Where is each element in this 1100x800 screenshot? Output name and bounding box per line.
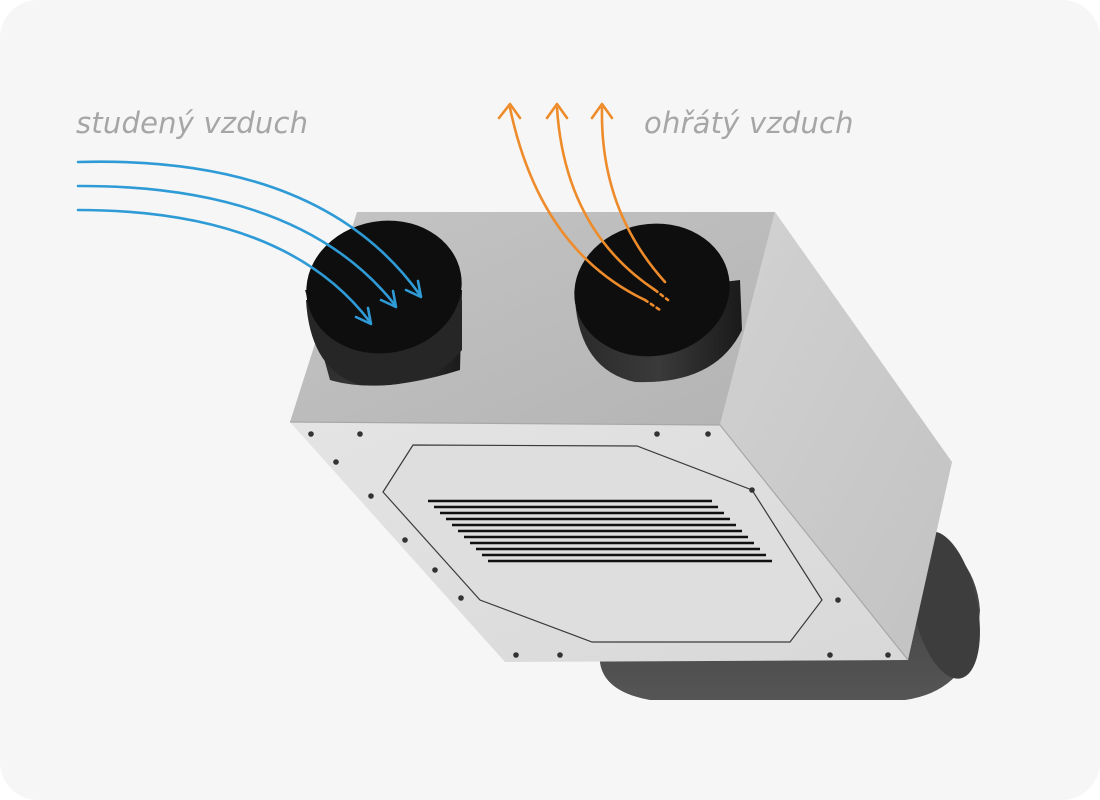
- warm-air-label: ohřátý vzduch: [644, 106, 854, 140]
- cold-air-arrow-icon: [76, 160, 423, 326]
- panel-screws: [308, 431, 891, 658]
- warm-air-arrow-icon: [497, 102, 670, 312]
- cold-air-duct: [305, 220, 462, 386]
- unit-side-face: [720, 212, 952, 660]
- ventilation-grille-icon: [428, 499, 772, 563]
- warm-air-duct: [574, 223, 742, 383]
- cold-air-label: studený vzduch: [76, 106, 309, 140]
